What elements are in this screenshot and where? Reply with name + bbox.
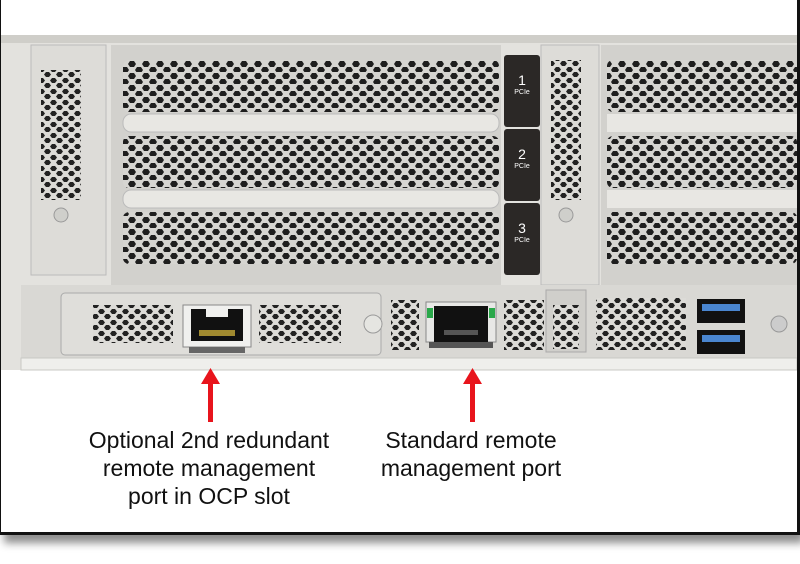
image-frame: 1 PCIe 2 PCIe 3 PCIe Optional 2nd redund… — [0, 0, 800, 535]
callout-line: Optional 2nd redundant — [88, 427, 330, 453]
callout-line: management port — [380, 455, 562, 481]
slot-number: 3 — [518, 220, 526, 236]
ocp-rj45-port — [182, 304, 252, 353]
callout-line: remote management — [102, 455, 316, 481]
server-rear-photo — [1, 35, 797, 422]
screw-icon — [558, 207, 574, 223]
standard-rj45-port — [425, 301, 497, 348]
slot-type: PCIe — [514, 163, 530, 170]
screw-icon — [53, 207, 69, 223]
callout-ocp-port: Optional 2nd redundant remote management… — [59, 426, 359, 510]
pcie-slot-label-1: 1 PCIe — [504, 55, 540, 127]
pcie-slot-label-3: 3 PCIe — [504, 203, 540, 275]
callout-line: Standard remote — [385, 427, 557, 453]
pcie-vent-1 — [123, 60, 499, 112]
arrow-ocp-port — [201, 368, 220, 422]
thumbscrew-icon — [363, 314, 383, 334]
pcie-vent-3 — [123, 212, 499, 264]
slot-type: PCIe — [514, 237, 530, 244]
callout-standard-port: Standard remote management port — [331, 426, 611, 482]
slot-number: 1 — [518, 72, 526, 88]
slot-number: 2 — [518, 146, 526, 162]
callout-line: port in OCP slot — [128, 483, 290, 509]
usb-ports — [697, 299, 745, 354]
slot-type: PCIe — [514, 89, 530, 96]
pcie-vent-2 — [123, 136, 499, 188]
arrow-standard-port — [463, 368, 482, 422]
pcie-slot-label-2: 2 PCIe — [504, 129, 540, 201]
